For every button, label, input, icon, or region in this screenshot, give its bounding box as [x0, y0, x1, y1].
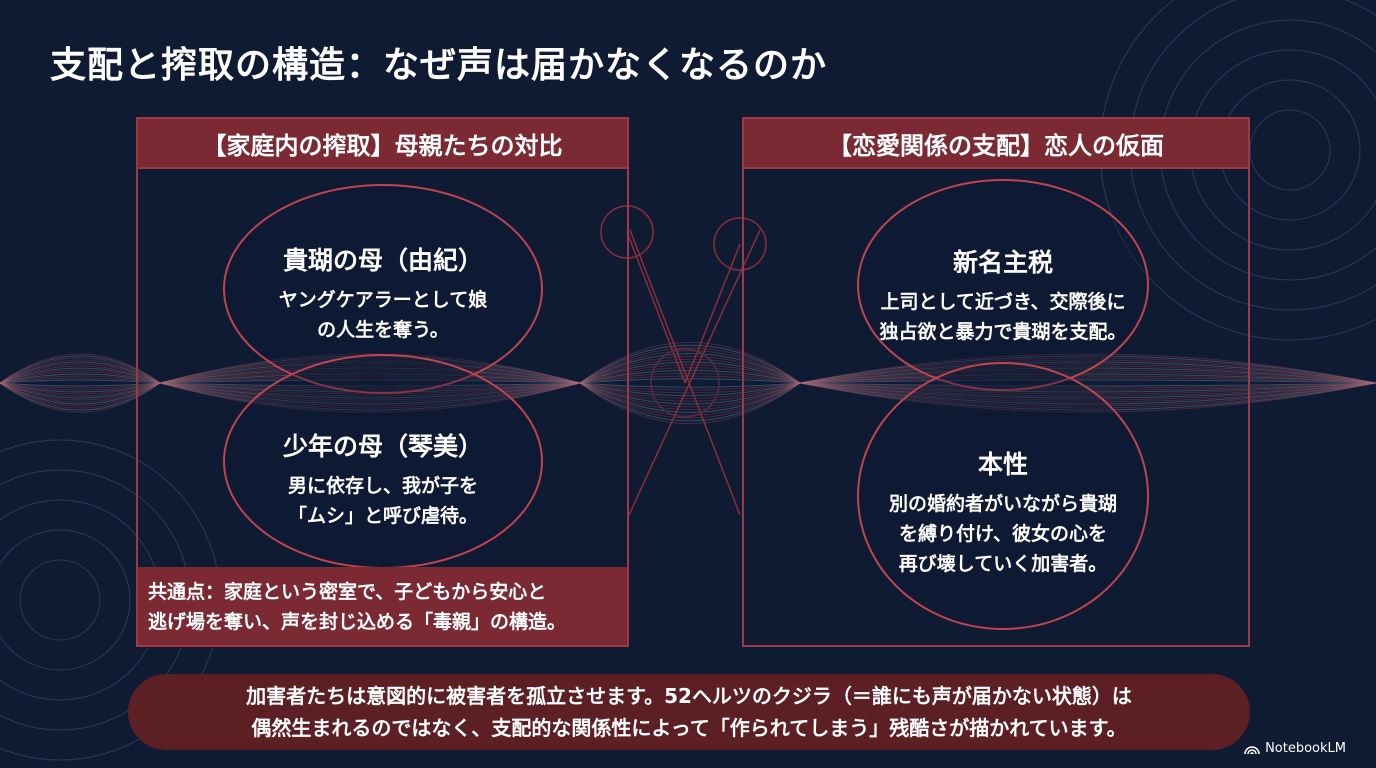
- family-exploitation-panel: 【家庭内の搾取】母親たちの対比 貴瑚の母（由紀） ヤングケアラーとして娘 の人生…: [136, 117, 629, 647]
- node-title: 本性: [977, 450, 1028, 479]
- notebooklm-logo-icon: [1244, 745, 1260, 754]
- node-chikara-niina: 新名主税 上司として近づき、交際後に 独占欲と暴力で貴瑚を支配。: [857, 243, 1149, 347]
- node-line: の人生を奪う。: [317, 319, 449, 341]
- node-description: 男に依存し、我が子を 「ムシ」と呼び虐待。: [223, 471, 543, 531]
- node-title: 少年の母（琴美）: [282, 432, 483, 461]
- wave-line: [0, 379, 1376, 388]
- common-line: 共通点：家庭という密室で、子どもから安心と: [148, 581, 547, 603]
- brand-watermark: NotebookLM: [1244, 741, 1346, 756]
- ellipse-node-outline: [857, 362, 1149, 630]
- summary-banner: 加害者たちは意図的に被害者を孤立させます。52ヘルツのクジラ（＝誰にも声が届かな…: [128, 674, 1250, 750]
- romantic-control-panel: 【恋愛関係の支配】恋人の仮面 新名主税 上司として近づき、交際後に 独占欲と暴力…: [742, 117, 1250, 647]
- wave-line: [0, 373, 1376, 397]
- summary-line: 加害者たちは意図的に被害者を孤立させます。52ヘルツのクジラ（＝誰にも声が届かな…: [246, 684, 1132, 708]
- page-title: 支配と搾取の構造：なぜ声は届かなくなるのか: [50, 45, 828, 86]
- node-line: 再び壊していく加害者。: [898, 553, 1108, 575]
- wave-line: [0, 377, 1376, 391]
- panel-header: 【家庭内の搾取】母親たちの対比: [138, 119, 627, 169]
- ellipse-node-outline: [857, 179, 1149, 391]
- wave-line: [0, 375, 1376, 394]
- node-title: 貴瑚の母（由紀）: [282, 246, 483, 275]
- summary-text: 加害者たちは意図的に被害者を孤立させます。52ヘルツのクジラ（＝誰にも声が届かな…: [246, 680, 1132, 744]
- common-point-box: 共通点：家庭という密室で、子どもから安心と 逃げ場を奪い、声を封じ込める「毒親」…: [138, 567, 627, 645]
- node-true-nature: 本性 別の婚約者がいながら貴瑚 を縛り付け、彼女の心を 再び壊していく加害者。: [857, 445, 1149, 579]
- connector-lines: [600, 205, 767, 516]
- sound-wave-lines: [0, 341, 1376, 425]
- node-mother-yuki: 貴瑚の母（由紀） ヤングケアラーとして娘 の人生を奪う。: [223, 241, 543, 345]
- node-line: を縛り付け、彼女の心を: [898, 523, 1108, 545]
- node-line: 男に依存し、我が子を: [287, 475, 478, 497]
- node-mother-kotomi: 少年の母（琴美） 男に依存し、我が子を 「ムシ」と呼び虐待。: [223, 427, 543, 531]
- summary-line: 偶然生まれるのではなく、支配的な関係性によって「作られてしまう」残酷さが描かれて…: [251, 716, 1127, 740]
- node-description: 別の婚約者がいながら貴瑚 を縛り付け、彼女の心を 再び壊していく加害者。: [857, 489, 1149, 579]
- panel-header: 【恋愛関係の支配】恋人の仮面: [744, 119, 1248, 169]
- common-line: 逃げ場を奪い、声を封じ込める「毒親」の構造。: [148, 611, 567, 633]
- node-line: 独占欲と暴力で貴瑚を支配。: [879, 321, 1127, 343]
- brand-name: NotebookLM: [1265, 741, 1346, 756]
- node-description: ヤングケアラーとして娘 の人生を奪う。: [223, 285, 543, 345]
- node-line: 上司として近づき、交際後に: [880, 291, 1126, 313]
- node-title: 新名主税: [952, 248, 1053, 277]
- node-line: 別の婚約者がいながら貴瑚: [888, 493, 1117, 515]
- node-line: ヤングケアラーとして娘: [278, 289, 488, 311]
- node-description: 上司として近づき、交際後に 独占欲と暴力で貴瑚を支配。: [857, 287, 1149, 347]
- ellipse-node-outline: [223, 354, 543, 569]
- node-line: 「ムシ」と呼び虐待。: [287, 505, 478, 527]
